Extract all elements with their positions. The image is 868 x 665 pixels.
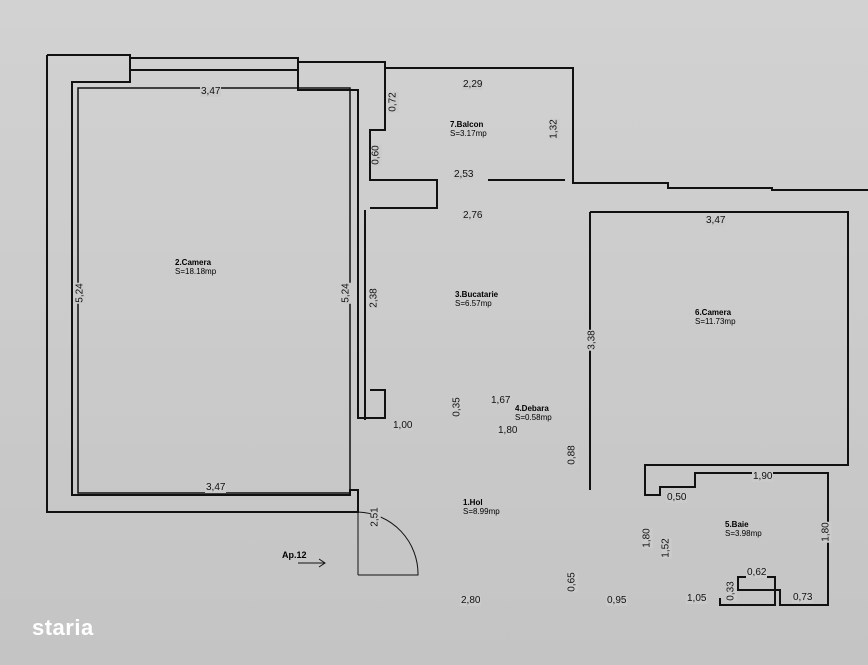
room-area: S=3.98mp <box>725 529 762 538</box>
room-area: S=3.17mp <box>450 129 487 138</box>
dimension-label: 5,24 <box>74 282 86 304</box>
room-name: 3.Bucatarie <box>455 290 499 299</box>
dimension-label: 1,05 <box>686 593 708 604</box>
room-area: S=8.99mp <box>463 507 500 516</box>
dimension-label: 2,29 <box>462 79 484 90</box>
room-name: 1.Hol <box>463 498 483 507</box>
room-hol: 1.Hol S=8.99mp <box>463 498 500 516</box>
room-area: S=0.58mp <box>515 413 552 422</box>
room-area: S=18.18mp <box>175 267 217 276</box>
dimension-label: 0,62 <box>746 567 768 578</box>
room-name: 5.Baie <box>725 520 749 529</box>
dimension-label: 0,95 <box>606 595 628 606</box>
dimension-label: 0,35 <box>451 396 463 418</box>
staria-logo: staria <box>32 615 94 640</box>
room-area: S=6.57mp <box>455 299 492 308</box>
dimension-label: 3,47 <box>200 86 222 97</box>
room-baie: 5.Baie S=3.98mp <box>725 520 762 538</box>
dimension-label: 0,65 <box>566 571 578 593</box>
dimension-label: 0,73 <box>792 592 814 603</box>
dimension-label: 2,51 <box>369 506 381 528</box>
dimension-label: 2,76 <box>462 210 484 221</box>
dimension-label: 0,33 <box>725 580 737 602</box>
room-camera-6: 6.Camera S=11.73mp <box>695 308 736 326</box>
dimension-label: 5,24 <box>340 282 352 304</box>
dimension-label: 1,80 <box>497 425 519 436</box>
dimension-label: 1,00 <box>392 420 414 431</box>
dimension-label: 2,38 <box>368 287 380 309</box>
dimension-label: 1,90 <box>752 471 774 482</box>
dimension-label: 2,53 <box>453 169 475 180</box>
dimension-label: 1,52 <box>660 537 672 559</box>
dimension-label: 3,47 <box>705 215 727 226</box>
room-name: 6.Camera <box>695 308 732 317</box>
dimension-label: 1,80 <box>820 521 832 543</box>
room-bucatarie: 3.Bucatarie S=6.57mp <box>455 290 498 308</box>
dimension-label: 2,80 <box>460 595 482 606</box>
dimension-label: 3,38 <box>586 329 598 351</box>
dimension-label: 0,50 <box>666 492 688 503</box>
dimension-label: 0,72 <box>387 91 399 113</box>
room-balcon: 7.Balcon S=3.17mp <box>450 120 487 138</box>
room-name: 7.Balcon <box>450 120 484 129</box>
dimension-label: 3,47 <box>205 482 227 493</box>
room-area: S=11.73mp <box>695 317 736 326</box>
room-debara: 4.Debara S=0.58mp <box>515 404 552 422</box>
dimension-label: 1,32 <box>548 118 560 140</box>
dimension-label: 1,67 <box>490 395 512 406</box>
room-name: 2.Camera <box>175 258 212 267</box>
dimension-label: 0,88 <box>566 444 578 466</box>
room-name: 4.Debara <box>515 404 549 413</box>
dimension-label: 0,60 <box>370 144 382 166</box>
dimension-label: 1,80 <box>641 527 653 549</box>
entrance-label: Ap.12 <box>282 550 307 560</box>
room-camera-2: 2.Camera S=18.18mp <box>175 258 216 276</box>
